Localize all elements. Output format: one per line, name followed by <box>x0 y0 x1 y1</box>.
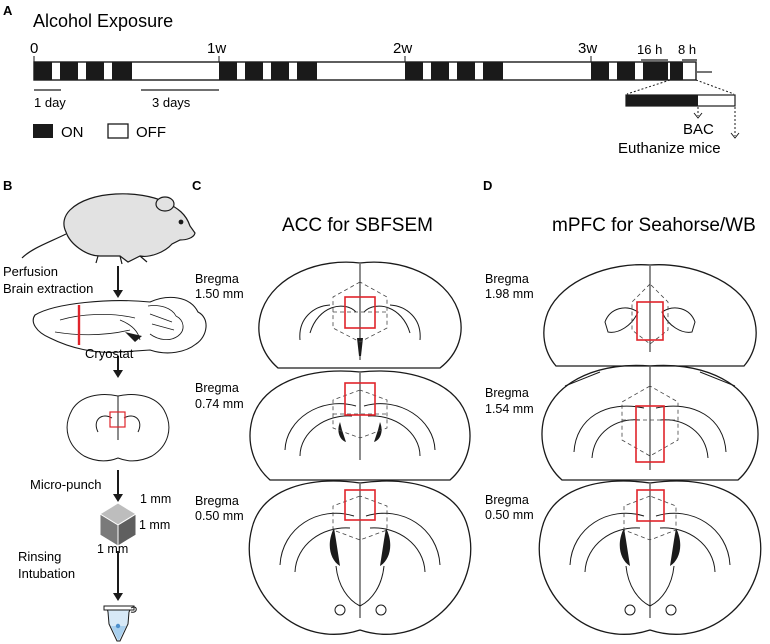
mouse-icon <box>21 193 196 265</box>
panel-d-section-2 <box>541 364 759 481</box>
week-label-2w: 2w <box>393 40 412 57</box>
sagittal-brain-icon <box>32 296 207 354</box>
panel-b-label: B <box>3 178 12 193</box>
bac-label: BAC <box>683 121 714 138</box>
tube-icon <box>103 605 137 642</box>
cube-dim-right: 1 mm <box>139 518 170 532</box>
legend-on-label: ON <box>61 124 84 141</box>
panel-c-label: C <box>192 178 202 193</box>
tissue-cube-icon <box>99 502 137 547</box>
panel-d-sec2-line1: Bregma <box>485 386 529 400</box>
panel-c-sec3-line2: 0.50 mm <box>195 509 244 523</box>
panel-c-section-1 <box>258 261 462 369</box>
interval-8h-label: 8 h <box>678 42 696 57</box>
arrow-b2-head <box>113 370 123 378</box>
panel-c-sec1-line1: Bregma <box>195 272 239 286</box>
panel-d-title: mPFC for Seahorse/WB <box>552 215 756 236</box>
panel-d-section-1 <box>543 264 757 367</box>
interval-16h-label: 16 h <box>637 42 662 57</box>
panel-d-section-3 <box>538 480 762 635</box>
panel-c-sec2-line2: 0.74 mm <box>195 397 244 411</box>
panel-c-sec2-line1: Bregma <box>195 381 239 395</box>
panel-c-section-2 <box>249 370 471 481</box>
panel-a-title: Alcohol Exposure <box>33 11 173 31</box>
step-rinsing: Rinsing <box>18 549 61 564</box>
week-label-1w: 1w <box>207 40 226 57</box>
legend-on-swatch <box>33 124 53 138</box>
step-perfusion: Perfusion <box>3 264 58 279</box>
panel-d-sec3-line1: Bregma <box>485 493 529 507</box>
step-intubation: Intubation <box>18 566 75 581</box>
scale-3days-label: 3 days <box>152 95 191 110</box>
panel-c-sec1-line2: 1.50 mm <box>195 287 244 301</box>
exposure-timeline <box>33 61 697 81</box>
final-day-zoom <box>625 71 740 139</box>
cube-dim-top: 1 mm <box>140 492 171 506</box>
panel-a-label: A <box>3 3 13 18</box>
arrow-b1-head <box>113 290 123 298</box>
euthanize-label: Euthanize mice <box>618 140 721 157</box>
panel-d-sec1-line2: 1.98 mm <box>485 287 534 301</box>
step-cryostat: Cryostat <box>85 346 134 361</box>
step-brain-extraction: Brain extraction <box>3 281 93 296</box>
coronal-slice-icon <box>66 394 170 462</box>
arrow-b3-head <box>113 494 123 502</box>
week-label-3w: 3w <box>578 40 597 57</box>
cube-dim-bottom: 1 mm <box>97 542 128 556</box>
legend-off-swatch <box>107 123 129 139</box>
week-label-0: 0 <box>30 40 38 57</box>
panel-c-section-3 <box>248 480 472 635</box>
panel-d-sec2-line2: 1.54 mm <box>485 402 534 416</box>
legend-off-label: OFF <box>136 124 166 141</box>
panel-d-sec1-line1: Bregma <box>485 272 529 286</box>
panel-d-label: D <box>483 178 492 193</box>
step-micro-punch: Micro-punch <box>30 477 102 492</box>
panel-c-title: ACC for SBFSEM <box>282 215 433 236</box>
panel-c-sec3-line1: Bregma <box>195 494 239 508</box>
arrow-b4-head <box>113 593 123 601</box>
scale-1day-label: 1 day <box>34 95 66 110</box>
timeline-on-segments <box>34 62 683 80</box>
panel-d-sec3-line2: 0.50 mm <box>485 508 534 522</box>
